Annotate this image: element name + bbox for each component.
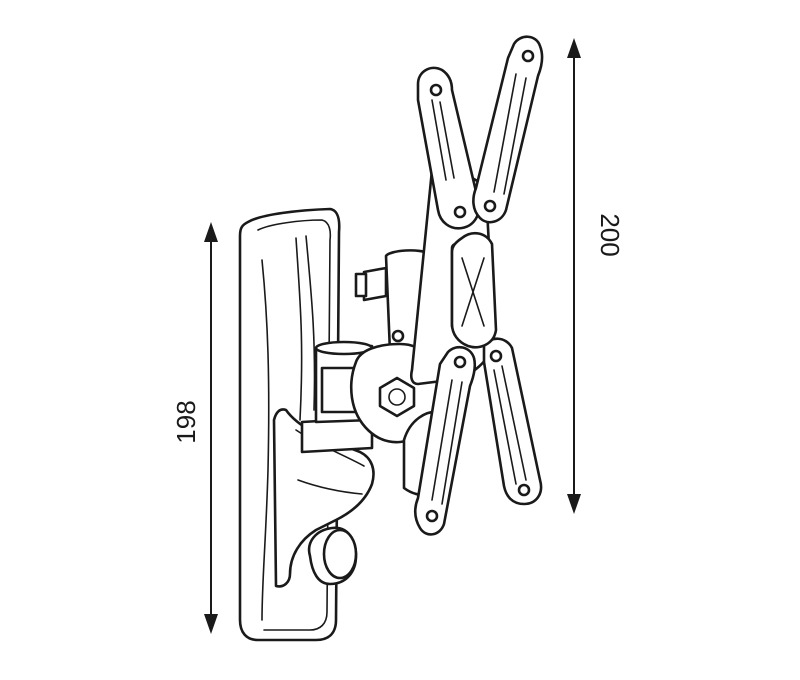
vesa-center-hub	[450, 231, 498, 349]
dimension-right-arrow-top	[567, 38, 581, 58]
dimension-left-label: 198	[171, 400, 201, 443]
dimension-right-label: 200	[595, 213, 625, 256]
vesa-arm-bottom-right	[482, 337, 543, 506]
dimension-right-arrow-bottom	[567, 494, 581, 514]
hex-nut-icon	[378, 376, 416, 418]
vesa-arm-top-left	[416, 66, 481, 230]
dimension-left-arrow-top	[204, 222, 218, 242]
vesa-arm-bottom-left	[413, 345, 477, 536]
dimension-left: 198	[171, 222, 218, 634]
dimension-right: 200	[567, 38, 625, 514]
vesa-arm-top-right	[472, 35, 544, 224]
dimension-left-arrow-bottom	[204, 614, 218, 634]
adjustment-knob	[307, 526, 358, 586]
